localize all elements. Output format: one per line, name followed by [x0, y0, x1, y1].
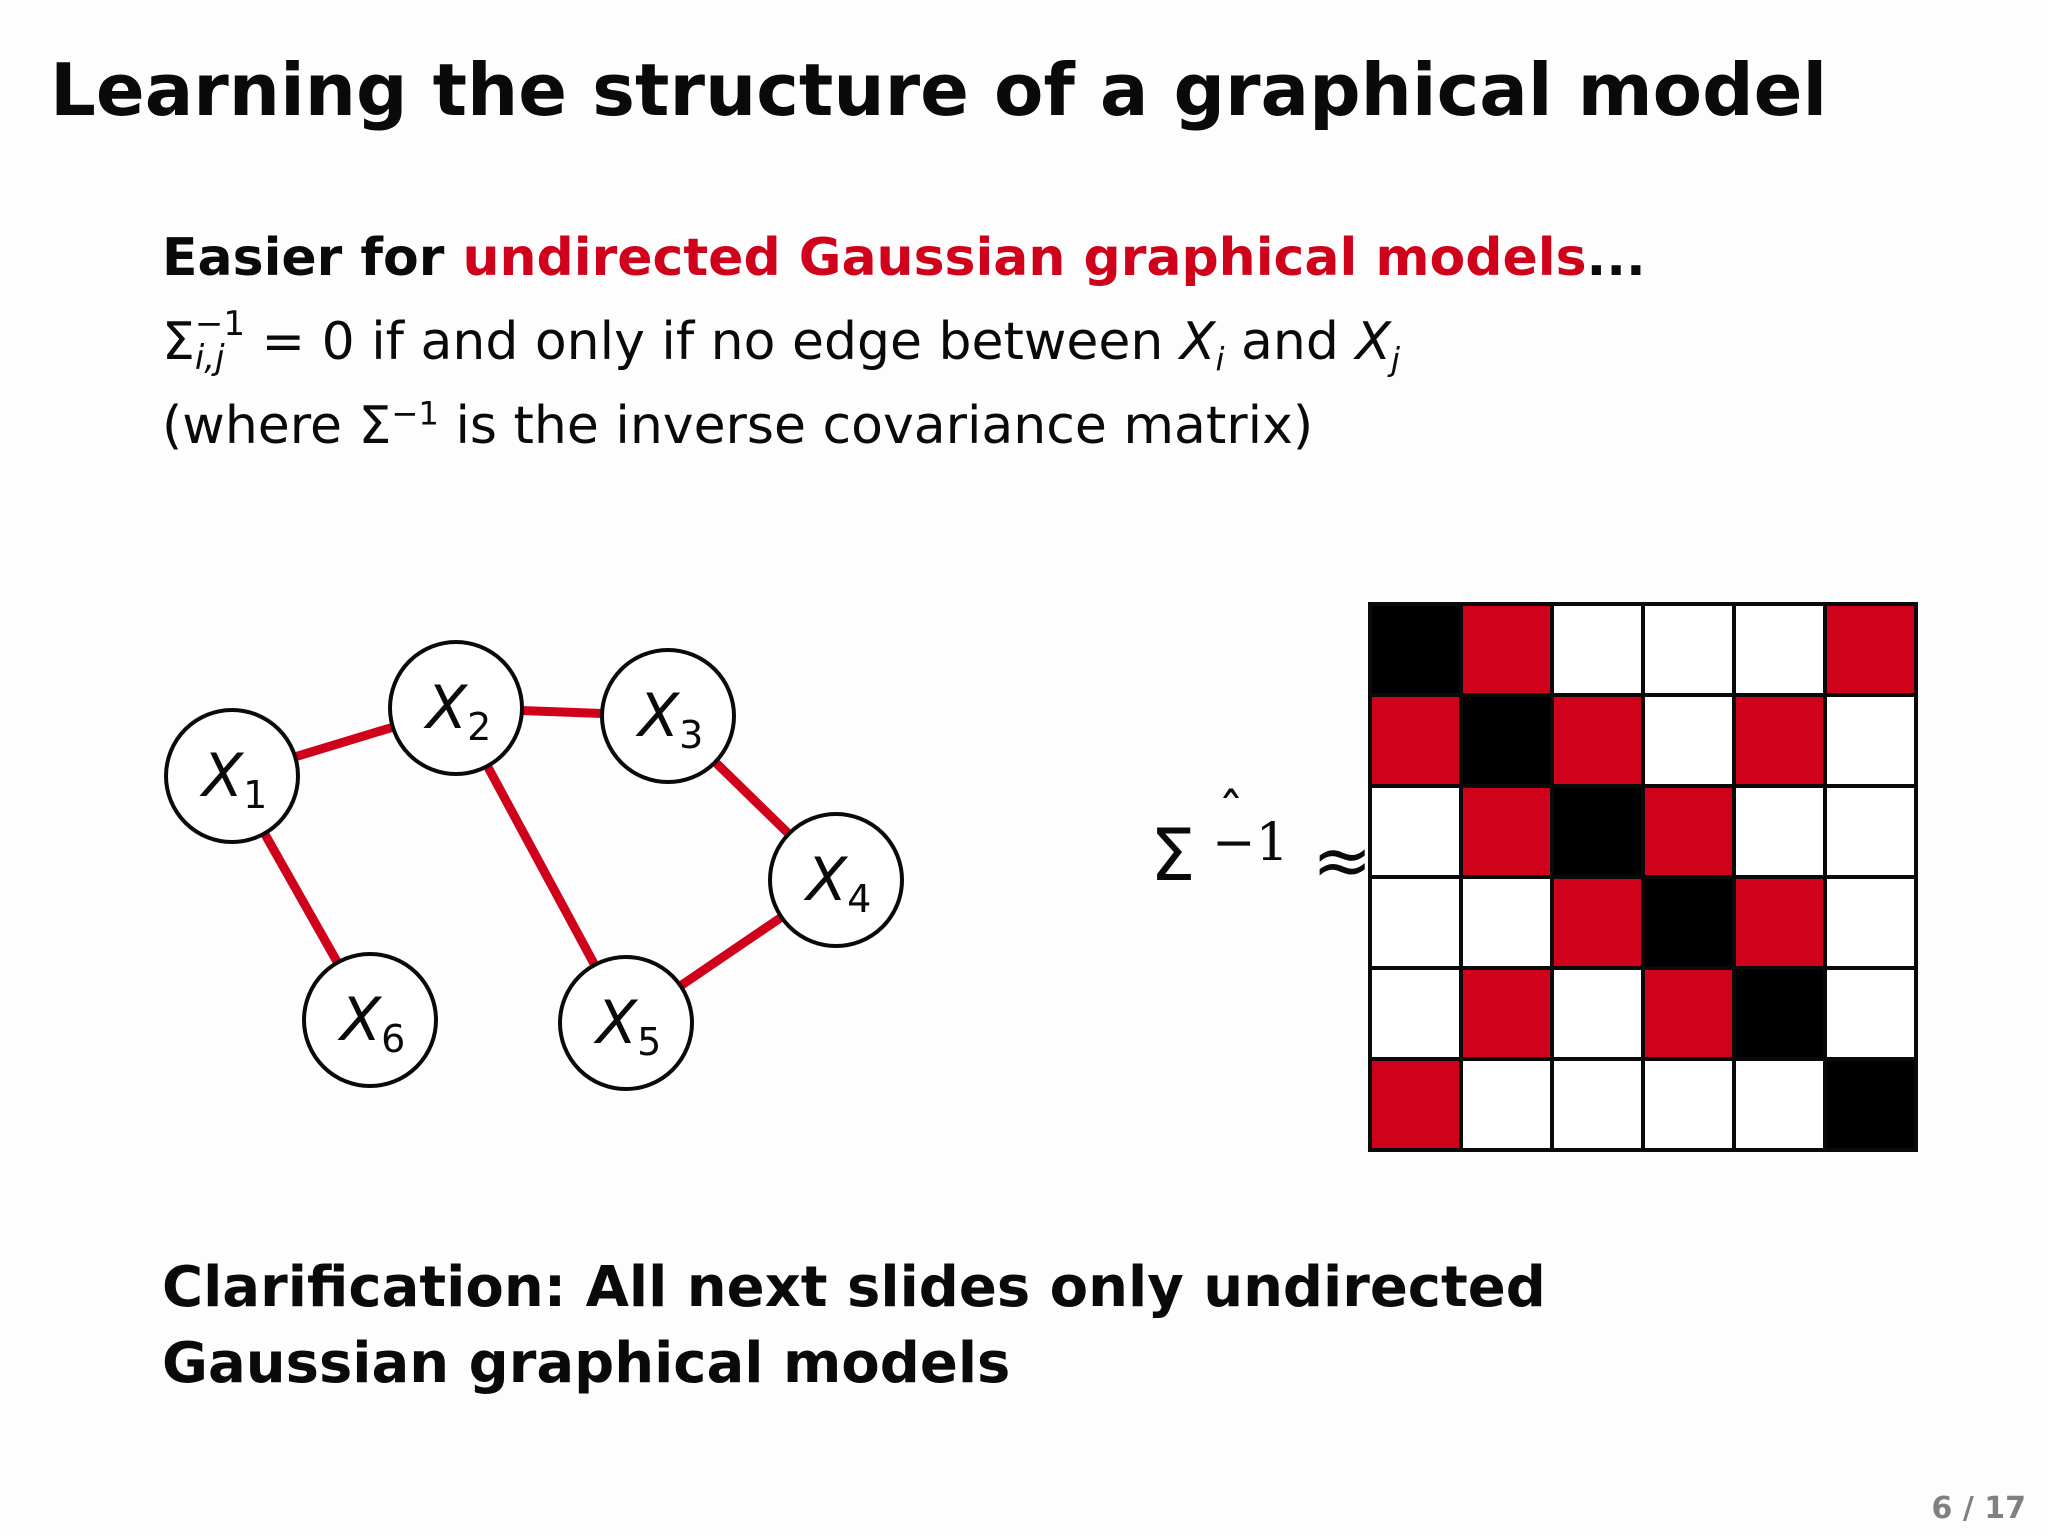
node-x4: X4 — [768, 812, 904, 948]
matrix-cell-0-5 — [1823, 602, 1918, 697]
node-label: X3 — [635, 681, 703, 757]
node-label: X6 — [337, 985, 405, 1061]
matrix-cell-3-5 — [1823, 875, 1918, 970]
matrix-cell-3-2 — [1550, 875, 1645, 970]
matrix-cell-1-3 — [1641, 693, 1736, 788]
node-var: X — [199, 741, 245, 811]
node-var: X — [635, 681, 681, 751]
node-x3: X3 — [600, 648, 736, 784]
matrix-cell-5-3 — [1641, 1057, 1736, 1152]
matrix-cell-1-0 — [1368, 693, 1463, 788]
node-circle — [388, 640, 524, 776]
where-pre: (where Σ — [162, 396, 392, 456]
matrix-hat-symbol: ˆ — [1218, 783, 1244, 843]
where-sup: −1 — [391, 394, 439, 433]
matrix-cell-1-1 — [1459, 693, 1554, 788]
matrix-cell-5-5 — [1823, 1057, 1918, 1152]
matrix-cell-2-0 — [1368, 784, 1463, 879]
sigma-superscript: −1 — [194, 304, 245, 344]
xi-var: X — [1179, 312, 1216, 372]
node-var: X — [593, 988, 639, 1058]
node-sub: 5 — [637, 1020, 661, 1064]
intro-line-1: Easier for undirected Gaussian graphical… — [162, 216, 1646, 300]
matrix-cell-4-2 — [1550, 966, 1645, 1061]
xj-sub: j — [1391, 340, 1400, 379]
matrix-cell-2-2 — [1550, 784, 1645, 879]
matrix-cell-2-4 — [1732, 784, 1827, 879]
intro-ellipsis: ... — [1586, 228, 1646, 288]
node-x2: X2 — [388, 640, 524, 776]
matrix-cell-5-2 — [1550, 1057, 1645, 1152]
precision-matrix — [1368, 602, 1918, 1152]
and-text: and — [1224, 312, 1356, 372]
node-sub: 2 — [467, 705, 491, 749]
xi-sub: i — [1215, 340, 1225, 379]
node-label: X2 — [423, 673, 491, 749]
sigma-subscript: i,j — [194, 338, 225, 378]
matrix-cell-4-4 — [1732, 966, 1827, 1061]
clarification-text: Clarification: All next slides only undi… — [162, 1255, 1546, 1396]
slide-title: Learning the structure of a graphical mo… — [50, 48, 1828, 132]
node-sub: 4 — [847, 877, 871, 921]
matrix-cell-0-4 — [1732, 602, 1827, 697]
matrix-cell-1-5 — [1823, 693, 1918, 788]
matrix-cell-0-2 — [1550, 602, 1645, 697]
matrix-cell-1-2 — [1550, 693, 1645, 788]
node-var: X — [423, 673, 469, 743]
matrix-exponent: −1 — [1212, 813, 1289, 873]
node-circle — [600, 648, 736, 784]
node-sub: 3 — [679, 713, 703, 757]
approx-symbol: ≈ — [1312, 818, 1372, 902]
matrix-cell-0-1 — [1459, 602, 1554, 697]
matrix-cell-3-4 — [1732, 875, 1827, 970]
node-x6: X6 — [302, 952, 438, 1088]
node-sub: 6 — [381, 1017, 405, 1061]
node-circle — [302, 952, 438, 1088]
node-circle — [164, 708, 300, 844]
matrix-cell-5-4 — [1732, 1057, 1827, 1152]
intro-lead: Easier for — [162, 228, 463, 288]
matrix-cell-4-5 — [1823, 966, 1918, 1061]
node-sub: 1 — [243, 773, 267, 817]
matrix-cell-2-3 — [1641, 784, 1736, 879]
matrix-sigma-symbol: Σ — [1150, 813, 1196, 897]
node-label: X5 — [593, 988, 661, 1064]
node-label: X4 — [803, 845, 871, 921]
matrix-cell-4-1 — [1459, 966, 1554, 1061]
matrix-cell-1-4 — [1732, 693, 1827, 788]
matrix-cell-3-0 — [1368, 875, 1463, 970]
matrix-cell-0-0 — [1368, 602, 1463, 697]
node-x5: X5 — [558, 955, 694, 1091]
matrix-cell-5-1 — [1459, 1057, 1554, 1152]
matrix-cell-2-5 — [1823, 784, 1918, 879]
node-circle — [558, 955, 694, 1091]
xj-var: X — [1355, 312, 1392, 372]
sigma-symbol: Σ — [162, 312, 195, 372]
page-number: 6 / 17 — [1931, 1491, 2026, 1526]
matrix-cell-0-3 — [1641, 602, 1736, 697]
node-var: X — [803, 845, 849, 915]
node-circle — [768, 812, 904, 948]
matrix-cell-2-1 — [1459, 784, 1554, 879]
intro-block: Easier for undirected Gaussian graphical… — [162, 216, 1646, 468]
intro-line-3: (where Σ−1 is the inverse covariance mat… — [162, 384, 1646, 468]
matrix-cell-5-0 — [1368, 1057, 1463, 1152]
condition-text: = 0 if and only if no edge between — [244, 312, 1180, 372]
matrix-cell-4-3 — [1641, 966, 1736, 1061]
where-post: is the inverse covariance matrix) — [438, 396, 1314, 456]
node-label: X1 — [199, 741, 267, 817]
intro-highlight: undirected Gaussian graphical models — [462, 228, 1587, 288]
matrix-cell-4-0 — [1368, 966, 1463, 1061]
node-var: X — [337, 985, 383, 1055]
matrix-cell-3-1 — [1459, 875, 1554, 970]
node-x1: X1 — [164, 708, 300, 844]
matrix-cell-3-3 — [1641, 875, 1736, 970]
